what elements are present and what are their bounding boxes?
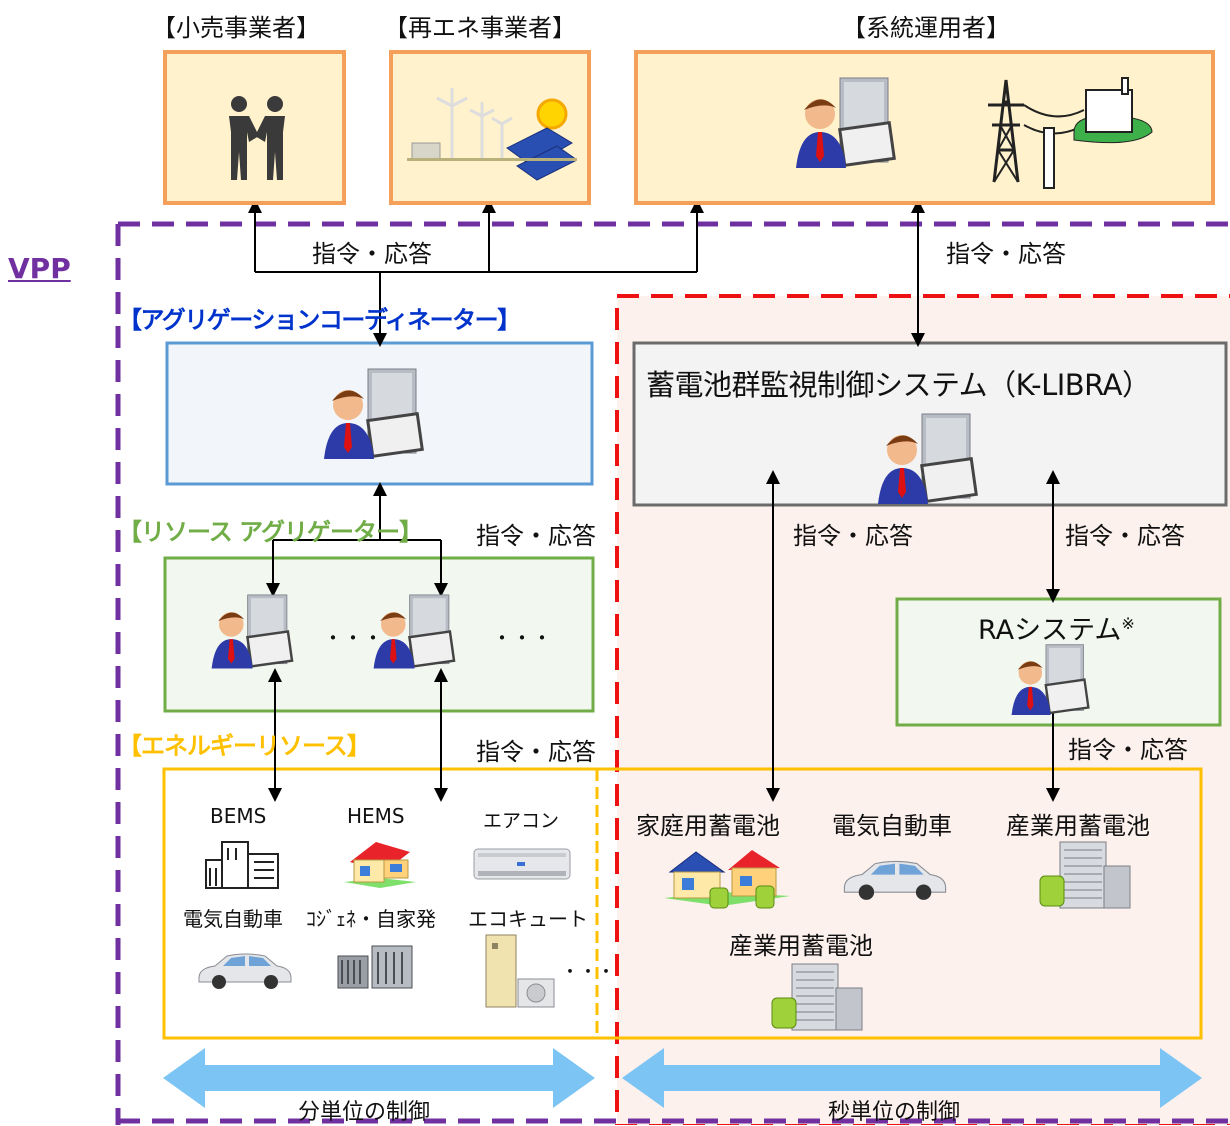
command-response-label-4: 指令・応答	[476, 738, 596, 766]
command-response-label-3: 指令・応答	[476, 522, 596, 550]
resource-bems-label: BEMS	[210, 804, 267, 828]
resource-cogen-label: ｺｼﾞｪﾈ・自家発	[306, 907, 436, 931]
fast-ev-label: 電気自動車	[832, 812, 952, 840]
grid-operator-label: 【系統運用者】	[842, 14, 1010, 42]
resource-more-ellipsis: ・・・	[561, 962, 615, 983]
factory-battery-icon-2	[771, 963, 863, 1031]
renewable-plant-icon	[407, 88, 577, 181]
command-response-label-2: 指令・応答	[946, 240, 1066, 268]
air-conditioner-icon	[473, 848, 571, 880]
coordinator-title: 【アグリゲーションコーディネーター】	[118, 306, 521, 334]
resource-ev-label: 電気自動車	[183, 907, 283, 931]
vpp-label: VPP	[8, 252, 71, 285]
resource-hems-label: HEMS	[347, 804, 405, 828]
ra-system-note-mark: ※	[1121, 614, 1135, 633]
command-response-label-5: 指令・応答	[793, 522, 913, 550]
ra-operator-icon	[1011, 644, 1090, 716]
building-icon	[205, 841, 279, 889]
second-control-arrow	[622, 1048, 1202, 1108]
aggregator-ellipsis-2: ・・・	[492, 626, 552, 650]
fast-car-icon	[843, 860, 947, 900]
car-icon	[198, 953, 292, 989]
aggregator-operator-icon-1	[211, 594, 294, 669]
house-icon	[344, 842, 416, 888]
operator-server-icon	[796, 77, 896, 168]
vpp-frame	[115, 221, 1230, 1125]
command-response-label-6: 指令・応答	[1065, 522, 1185, 550]
klibra-title: 蓄電池群監視制御システム（K-LIBRA）	[646, 368, 1151, 402]
handshake-icon	[229, 96, 285, 180]
retail-box	[163, 50, 346, 205]
renewable-label: 【再エネ事業者】	[384, 14, 576, 42]
home-battery-label: 家庭用蓄電池	[636, 812, 780, 840]
battery-house-icon	[664, 850, 790, 909]
resource-aircon-label: エアコン	[483, 810, 560, 832]
power-grid-icon	[988, 77, 1153, 189]
aggregator-title: 【リソース アグリゲーター】	[118, 518, 423, 546]
industrial-battery-label-2: 産業用蓄電池	[729, 932, 873, 960]
retail-label: 【小売事業者】	[152, 14, 320, 42]
energy-resources-title: 【エネルギーリソース】	[118, 732, 371, 760]
renewable-box	[389, 50, 591, 205]
minute-control-arrow	[163, 1048, 595, 1108]
grid-operator-box	[634, 50, 1215, 205]
ra-system-title: RAシステム※	[978, 608, 1135, 647]
aggregator-ellipsis-1: ・・・	[323, 626, 383, 650]
coordinator-operator-icon	[324, 368, 424, 459]
second-control-label: 秒単位の制御	[828, 1100, 961, 1125]
command-response-label-1: 指令・応答	[312, 240, 432, 268]
heat-pump-icon	[485, 934, 555, 1008]
factory-battery-icon	[1039, 841, 1131, 909]
minute-control-label: 分単位の制御	[298, 1100, 431, 1125]
generator-icon	[337, 945, 413, 989]
industrial-battery-label-1: 産業用蓄電池	[1006, 812, 1150, 840]
command-response-label-7: 指令・応答	[1068, 736, 1188, 764]
klibra-operator-icon	[878, 413, 978, 504]
aggregator-operator-icon-2	[373, 594, 456, 669]
resource-ecocute-label: エコキュート	[468, 907, 588, 931]
ra-system-title-text: RAシステム	[978, 615, 1122, 646]
energy-resources-box	[162, 767, 1203, 1040]
